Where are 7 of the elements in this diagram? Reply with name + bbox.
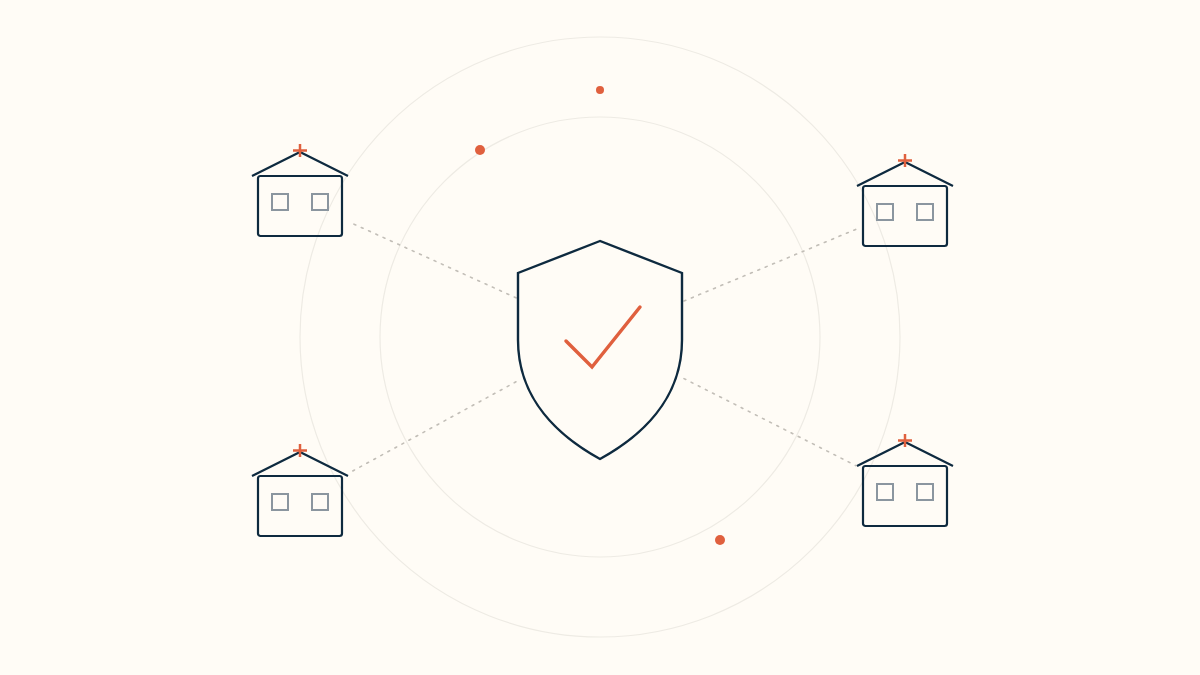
dotted-connector	[683, 377, 857, 467]
building-icon	[856, 152, 954, 247]
building-icon	[251, 442, 349, 537]
building-icon	[856, 432, 954, 527]
dotted-connector	[683, 228, 857, 302]
building-icon	[251, 142, 349, 237]
shield-check-icon	[516, 239, 684, 461]
